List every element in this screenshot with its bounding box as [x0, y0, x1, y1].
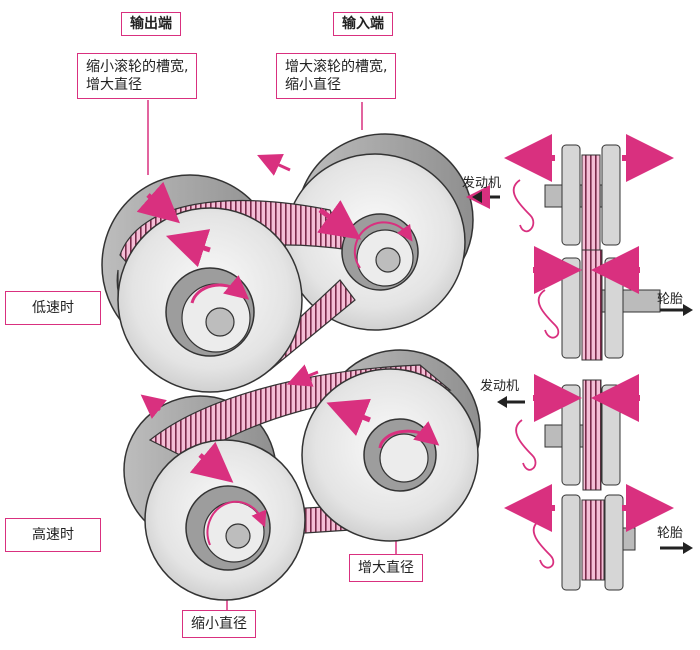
output-note-line1: 缩小滚轮的槽宽, [86, 59, 189, 75]
input-note-line1: 增大滚轮的槽宽, [285, 59, 388, 75]
output-note: 缩小滚轮的槽宽, 增大直径 [77, 53, 198, 99]
low-speed-pulleys [101, 133, 474, 393]
output-end-label: 输出端 [121, 12, 181, 36]
engine-label-top: 发动机 [462, 176, 502, 191]
decrease-diameter-label: 缩小直径 [182, 610, 256, 638]
input-note: 增大滚轮的槽宽, 缩小直径 [276, 53, 397, 99]
output-note-line2: 增大直径 [86, 77, 142, 93]
tire-label-bottom: 轮胎 [657, 526, 684, 541]
high-speed-label: 高速时 [5, 518, 101, 552]
tire-label-top: 轮胎 [657, 292, 684, 307]
input-end-label: 输入端 [333, 12, 393, 36]
low-speed-label: 低速时 [5, 291, 101, 325]
input-note-line2: 缩小直径 [285, 77, 341, 93]
low-speed-cross-section [466, 134, 693, 361]
high-speed-pulleys [123, 349, 481, 601]
engine-label-bottom: 发动机 [480, 379, 520, 394]
high-speed-cross-section [497, 374, 693, 591]
increase-diameter-label: 增大直径 [349, 554, 423, 582]
